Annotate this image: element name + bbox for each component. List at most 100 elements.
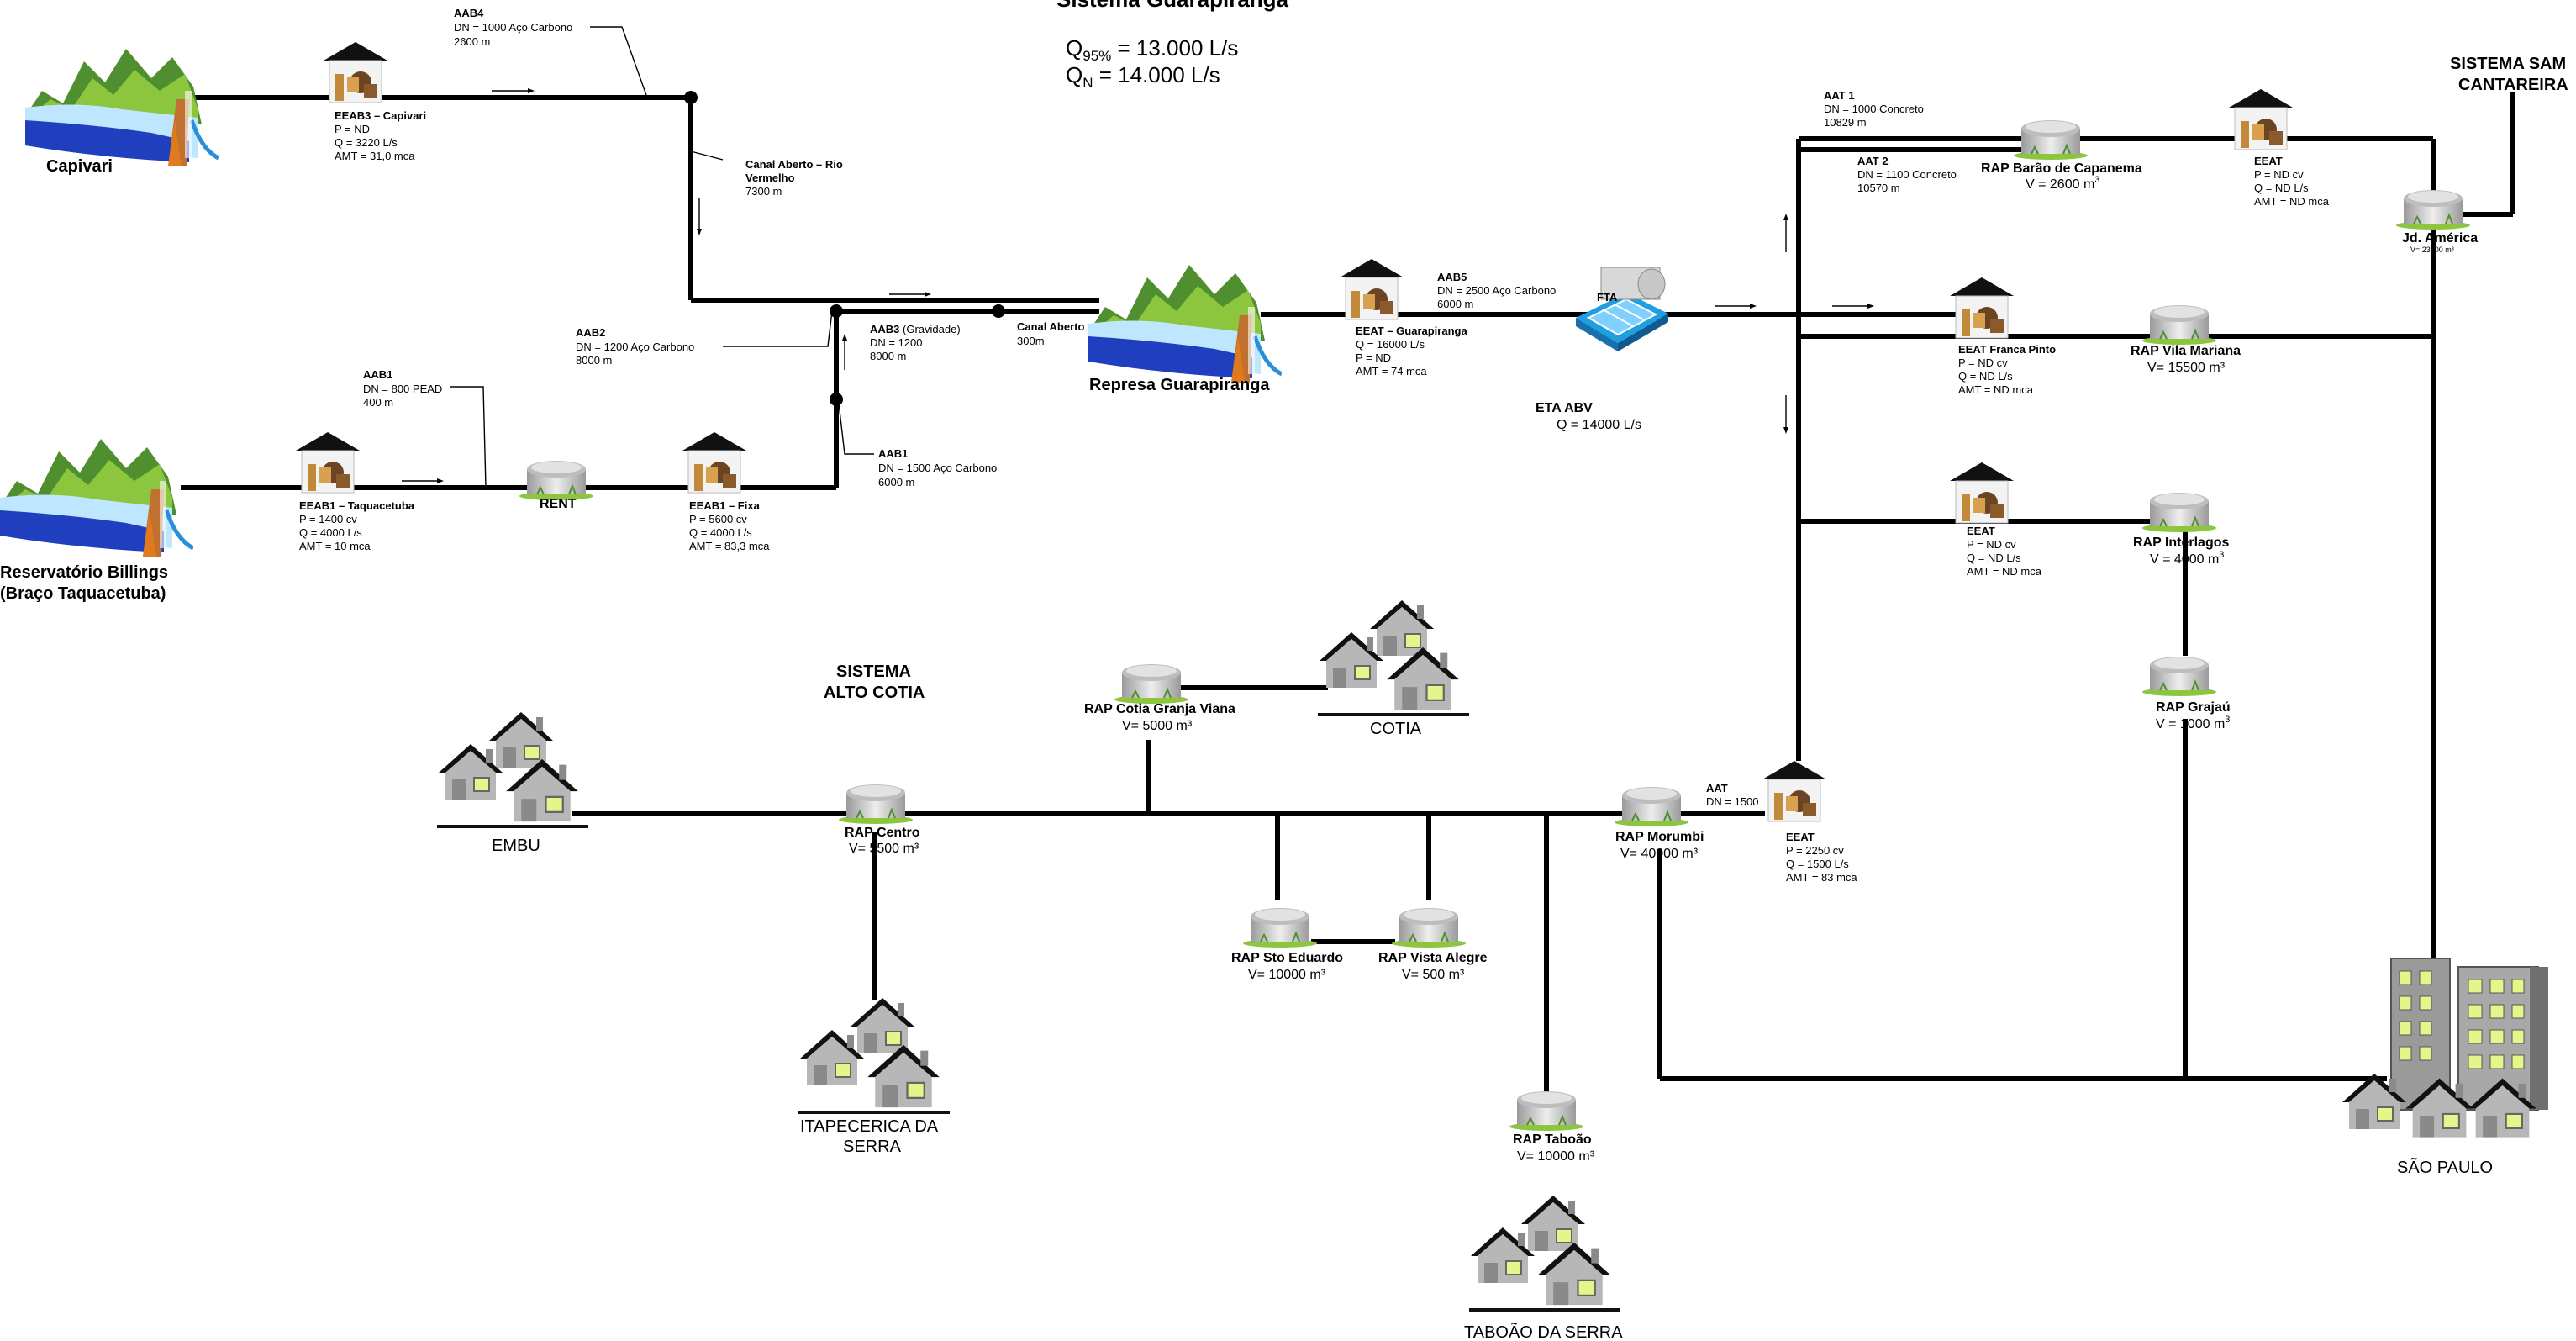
svg-text:AAB3 (Gravidade): AAB3 (Gravidade) [870,323,961,335]
svg-text:8000 m: 8000 m [870,350,906,362]
svg-text:EEAB3 – Capivari: EEAB3 – Capivari [335,109,426,122]
pump-station-icon [1949,462,2015,524]
pump-station-icon [323,41,388,103]
svg-text:P = 5600 cv: P = 5600 cv [689,513,747,525]
rap-vista-alegre-label: RAP Vista Alegre [1378,951,1488,965]
rap-morumbi-volume: V= 40000 m³ [1620,847,1699,861]
pipe-junctions [684,91,1005,406]
rap-interlagos-label: RAP Interlagos [2133,536,2230,550]
aab1-bottom-info: AAB1 DN = 1500 Aço Carbono 6000 m [878,447,997,488]
eeab3-info: EEAB3 – Capivari P = ND Q = 3220 L/s AMT… [335,109,426,162]
reservoir-landscape-icon [0,439,193,557]
aab5-info: AAB5 DN = 2500 Aço Carbono 6000 m [1437,271,1556,310]
capivari-label: Capivari [46,157,113,176]
rap-barao-label: RAP Barão de Capanema [1981,161,2142,176]
houses-icon [798,998,950,1114]
svg-text:AAB1: AAB1 [878,447,908,460]
water-tank-icon [1509,1090,1584,1131]
svg-text:AAB5: AAB5 [1437,271,1467,283]
svg-text:400 m: 400 m [363,396,393,409]
rap-vila-mariana-label: RAP Vila Mariana [2131,344,2241,358]
pump-station-icon [1762,760,1827,822]
water-tank-icon [2395,189,2471,230]
rap-centro-label: RAP Centro [845,826,920,840]
rent-label: RENT [540,497,577,511]
label-leaders [450,26,874,488]
billings-sub-label: (Braço Taquacetuba) [0,584,166,603]
aat2-info: AAT 2 DN = 1100 Concreto 10570 m [1857,155,1957,194]
svg-text:Q = ND L/s: Q = ND L/s [1967,552,2021,564]
city-cotia: COTIA [1370,720,1422,738]
billings-label: Reservatório Billings [0,563,168,582]
svg-text:DN = 2500 Aço Carbono: DN = 2500 Aço Carbono [1437,284,1556,297]
aab4-info: AAB4 DN = 1000 Aço Carbono 2600 m [454,7,572,48]
svg-text:DN = 800 PEAD: DN = 800 PEAD [363,383,442,395]
alto-cotia-label: SISTEMA [836,663,911,681]
svg-text:Q = 1500 L/s: Q = 1500 L/s [1786,858,1849,870]
reservoir-landscape-icon [25,49,219,166]
junction [830,304,843,318]
rap-vila-mariana-volume: V= 15500 m³ [2147,361,2226,375]
rap-cotia-label: RAP Cotia Granja Viana [1084,702,1235,716]
aab2-info: AAB2 DN = 1200 Aço Carbono 8000 m [576,326,694,367]
rap-sto-eduardo-volume: V= 10000 m³ [1248,968,1326,982]
eta-flow: Q = 14000 L/s [1557,418,1641,432]
svg-text:DN = 1500: DN = 1500 [1706,795,1759,808]
svg-text:EEAT: EEAT [2254,155,2283,167]
svg-text:P = ND cv: P = ND cv [2254,168,2304,181]
leader-aab4 [590,26,648,98]
pump-station-icon [1339,258,1404,320]
treatment-plant-icon [1575,267,1668,352]
svg-text:DN = 1000 Concreto: DN = 1000 Concreto [1824,103,1924,115]
canal-rio-vermelho-info: Canal Aberto – Rio Vermelho 7300 m [745,158,843,198]
svg-text:Q = ND L/s: Q = ND L/s [2254,182,2309,194]
svg-text:DN = 1100 Concreto: DN = 1100 Concreto [1857,168,1957,181]
aat1-info: AAT 1 DN = 1000 Concreto 10829 m [1824,89,1924,129]
rap-vista-alegre-volume: V= 500 m³ [1402,968,1465,982]
svg-text:300m: 300m [1017,335,1045,347]
city-embu: EMBU [492,837,540,855]
svg-text:AMT = ND mca: AMT = ND mca [2254,195,2330,208]
city-buildings-icon [2342,958,2548,1138]
rap-barao-volume: V = 2600 m3 [2026,175,2099,192]
eeat-barao-info: EEAT P = ND cv Q = ND L/s AMT = ND mca [2254,155,2330,208]
svg-text:Vermelho: Vermelho [745,172,795,184]
svg-text:Q = ND L/s: Q = ND L/s [1958,370,2013,383]
svg-text:2600 m: 2600 m [454,35,490,48]
svg-text:EEAT Franca Pinto: EEAT Franca Pinto [1958,343,2056,356]
junction [684,91,698,104]
canal-aberto-info: Canal Aberto 300m [1017,320,1084,347]
jd-america-label: Jd. América [2402,231,2478,245]
junction [992,304,1005,318]
eeab1-fixa-info: EEAB1 – Fixa P = 5600 cv Q = 4000 L/s AM… [689,499,770,552]
leader-canal-rio [690,150,724,161]
q95-label: Q95% = 13.000 L/s [1066,35,1238,64]
qn-label: QN = 14.000 L/s [1066,62,1220,91]
rap-grajau-label: RAP Grajaú [2156,700,2231,715]
svg-text:DN = 1200: DN = 1200 [870,336,923,349]
svg-text:EEAT – Guarapiranga: EEAT – Guarapiranga [1356,325,1467,337]
eeat-guarapiranga-info: EEAT – Guarapiranga Q = 16000 L/s P = ND… [1356,325,1467,377]
svg-text:Q = 16000 L/s: Q = 16000 L/s [1356,338,1425,351]
eta-label: ETA ABV [1536,401,1593,415]
svg-text:AMT = 74 mca: AMT = 74 mca [1356,365,1427,377]
svg-text:8000 m: 8000 m [576,354,612,367]
leader-aab1-bottom [838,403,874,455]
svg-text:P = ND: P = ND [335,123,370,135]
city-itapecerica: ITAPECERICA DA [800,1117,939,1136]
rap-centro-volume: V= 5500 m³ [849,842,919,856]
svg-text:AMT = 83 mca: AMT = 83 mca [1786,871,1857,884]
svg-text:AAT 2: AAT 2 [1857,155,1889,167]
guarapiranga-label: Represa Guarapiranga [1089,376,1270,394]
svg-text:P = 2250 cv: P = 2250 cv [1786,844,1844,857]
eeat-morumbi-info: EEAT P = 2250 cv Q = 1500 L/s AMT = 83 m… [1786,831,1857,884]
cantareira-label-2: CANTAREIRA [2458,76,2568,94]
svg-text:EEAT: EEAT [1786,831,1815,843]
svg-text:EEAB1 – Fixa: EEAB1 – Fixa [689,499,761,512]
city-taboao: TABOÃO DA SERRA [1464,1322,1623,1341]
cantareira-label: SISTEMA SAM [2450,55,2566,73]
svg-text:AMT = 10 mca: AMT = 10 mca [299,540,371,552]
pump-station-icon [2228,88,2294,150]
junction [830,393,843,406]
svg-text:Canal Aberto – Rio: Canal Aberto – Rio [745,158,843,171]
